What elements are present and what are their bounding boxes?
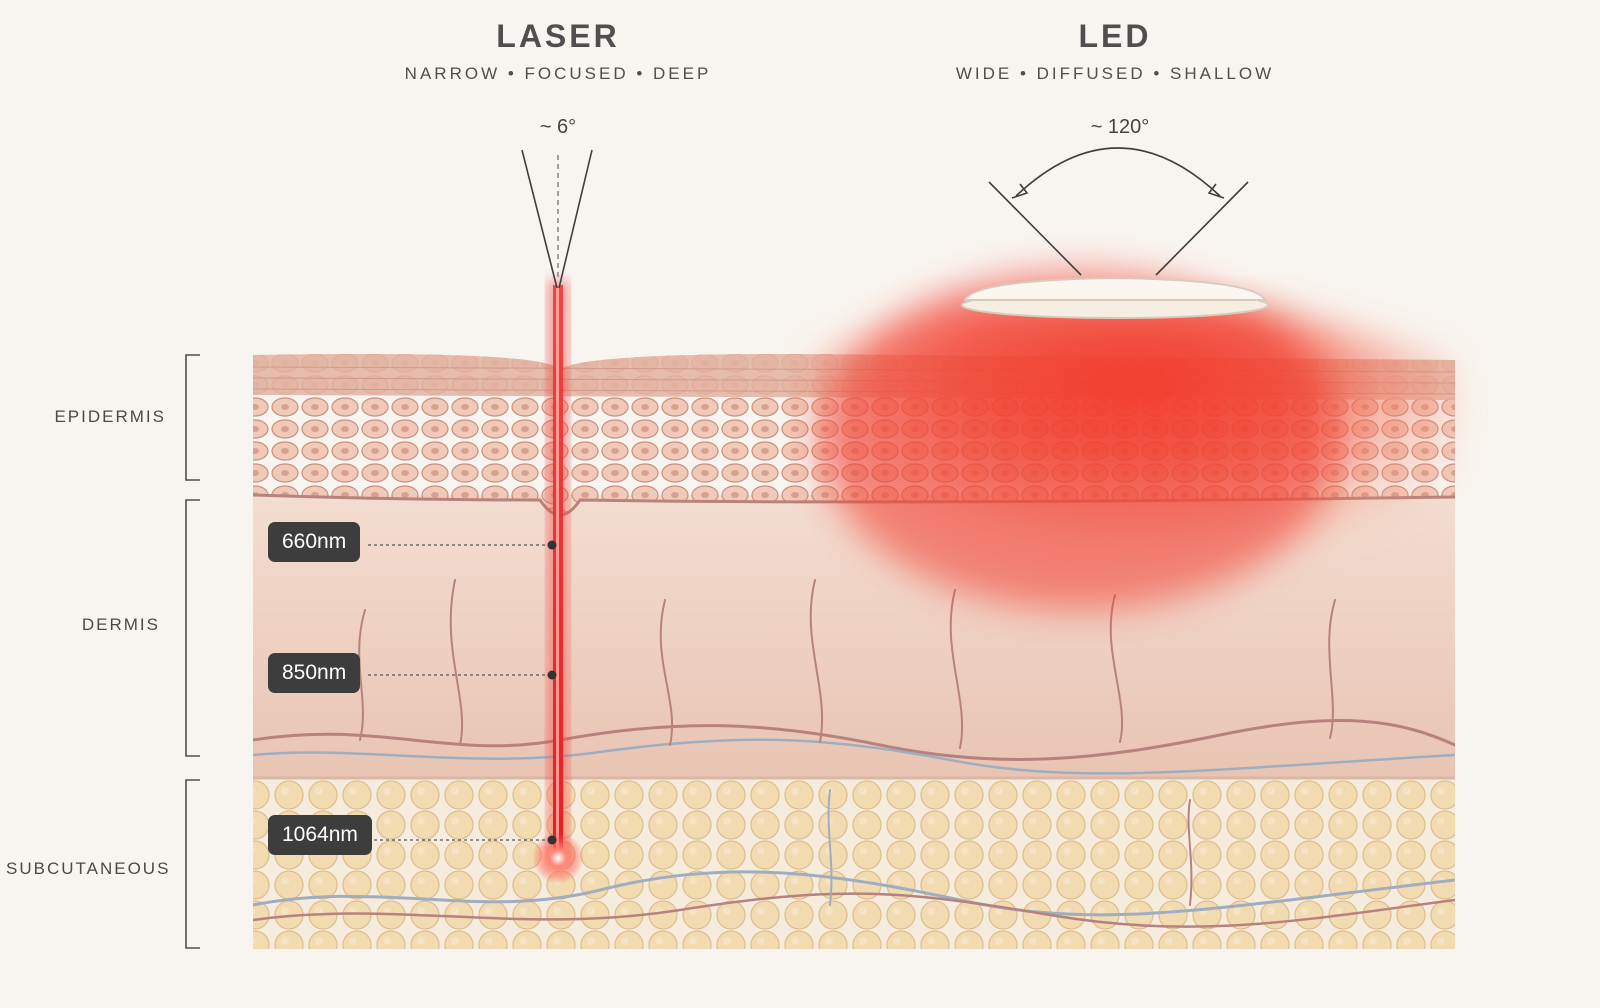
laser-beam-icon	[521, 149, 593, 884]
wavelength-badge-1064: 1064nm	[268, 815, 372, 855]
led-angle-label: ~ 120°	[1090, 116, 1150, 138]
subcutaneous-label: SUBCUTANEOUS	[6, 859, 171, 878]
subcutaneous-layer	[253, 778, 1455, 949]
led-subtitle: WIDE • DIFFUSED • SHALLOW	[955, 64, 1275, 83]
layer-brackets	[185, 354, 200, 949]
wavelength-badge-660: 660nm	[268, 522, 361, 562]
led-lamp-icon	[961, 276, 1269, 319]
led-title: LED	[1078, 18, 1152, 54]
laser-subtitle: NARROW • FOCUSED • DEEP	[404, 64, 712, 83]
epidermis-label: EPIDERMIS	[54, 407, 166, 426]
blood-vessels	[253, 579, 1455, 928]
laser-title: LASER	[496, 18, 620, 54]
laser-angle-label: ~ 6°	[539, 116, 577, 138]
wavelength-leaders	[368, 544, 552, 841]
dermis-label: DERMIS	[81, 615, 160, 634]
angle-arc-arrow-icon	[988, 147, 1249, 276]
wavelength-dots	[547, 540, 557, 845]
wavelength-badge-850: 850nm	[268, 653, 361, 693]
